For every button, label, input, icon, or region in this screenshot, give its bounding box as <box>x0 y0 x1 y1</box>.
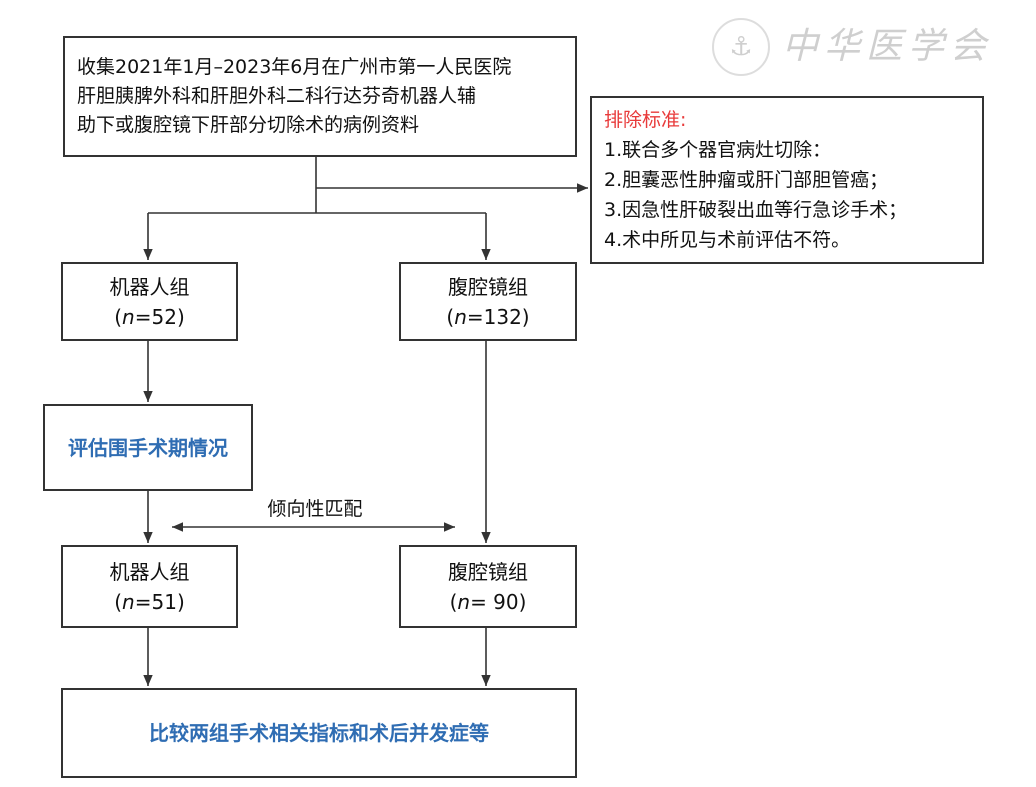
exclusion-item: 1.联合多个器官病灶切除： <box>604 139 832 161</box>
assessment-box: 评估围手术期情况 <box>43 404 253 491</box>
watermark-text: 中华医学会 <box>782 26 993 67</box>
group-label: 机器人组 <box>109 559 190 584</box>
group-n: (n= 90) <box>449 589 527 614</box>
laparo-group-box-1: 腹腔镜组 (n=132) <box>399 262 577 341</box>
robot-group-box-2: 机器人组 (n=51) <box>61 545 238 628</box>
exclusion-item: 2.胆囊恶性肿瘤或肝门部胆管癌； <box>604 169 889 191</box>
top-line-3: 助下或腹腔镜下肝部分切除术的病例资料 <box>77 114 420 136</box>
group-n: (n=52) <box>114 304 185 329</box>
exclusion-item: 3.因急性肝破裂出血等行急诊手术； <box>604 199 908 221</box>
group-n: (n=51) <box>114 589 185 614</box>
watermark-logo: ⚓ 中华医学会 <box>712 18 992 76</box>
top-line-1: 收集2021年1月–2023年6月在广州市第一人民医院 <box>77 56 512 78</box>
group-label: 腹腔镜组 <box>448 274 528 299</box>
laparo-group-box-2: 腹腔镜组 (n= 90) <box>399 545 577 628</box>
comparison-label: 比较两组手术相关指标和术后并发症等 <box>149 721 489 745</box>
matching-label: 倾向性匹配 <box>267 498 363 520</box>
exclusion-item: 4.术中所见与术前评估不符。 <box>604 229 851 251</box>
group-label: 腹腔镜组 <box>448 559 528 584</box>
exclusion-title: 排除标准: <box>604 109 687 131</box>
top-line-2: 肝胆胰脾外科和肝胆外科二科行达芬奇机器人辅 <box>77 85 477 107</box>
robot-group-box-1: 机器人组 (n=52) <box>61 262 238 341</box>
assessment-label: 评估围手术期情况 <box>68 435 228 460</box>
seal-icon: ⚓ <box>712 18 770 76</box>
group-label: 机器人组 <box>109 274 190 299</box>
comparison-box: 比较两组手术相关指标和术后并发症等 <box>61 688 577 778</box>
group-n: (n=132) <box>446 304 530 329</box>
exclusion-criteria-box: 排除标准: 1.联合多个器官病灶切除： 2.胆囊恶性肿瘤或肝门部胆管癌； 3.因… <box>590 96 984 264</box>
data-collection-box: 收集2021年1月–2023年6月在广州市第一人民医院 肝胆胰脾外科和肝胆外科二… <box>63 36 577 157</box>
